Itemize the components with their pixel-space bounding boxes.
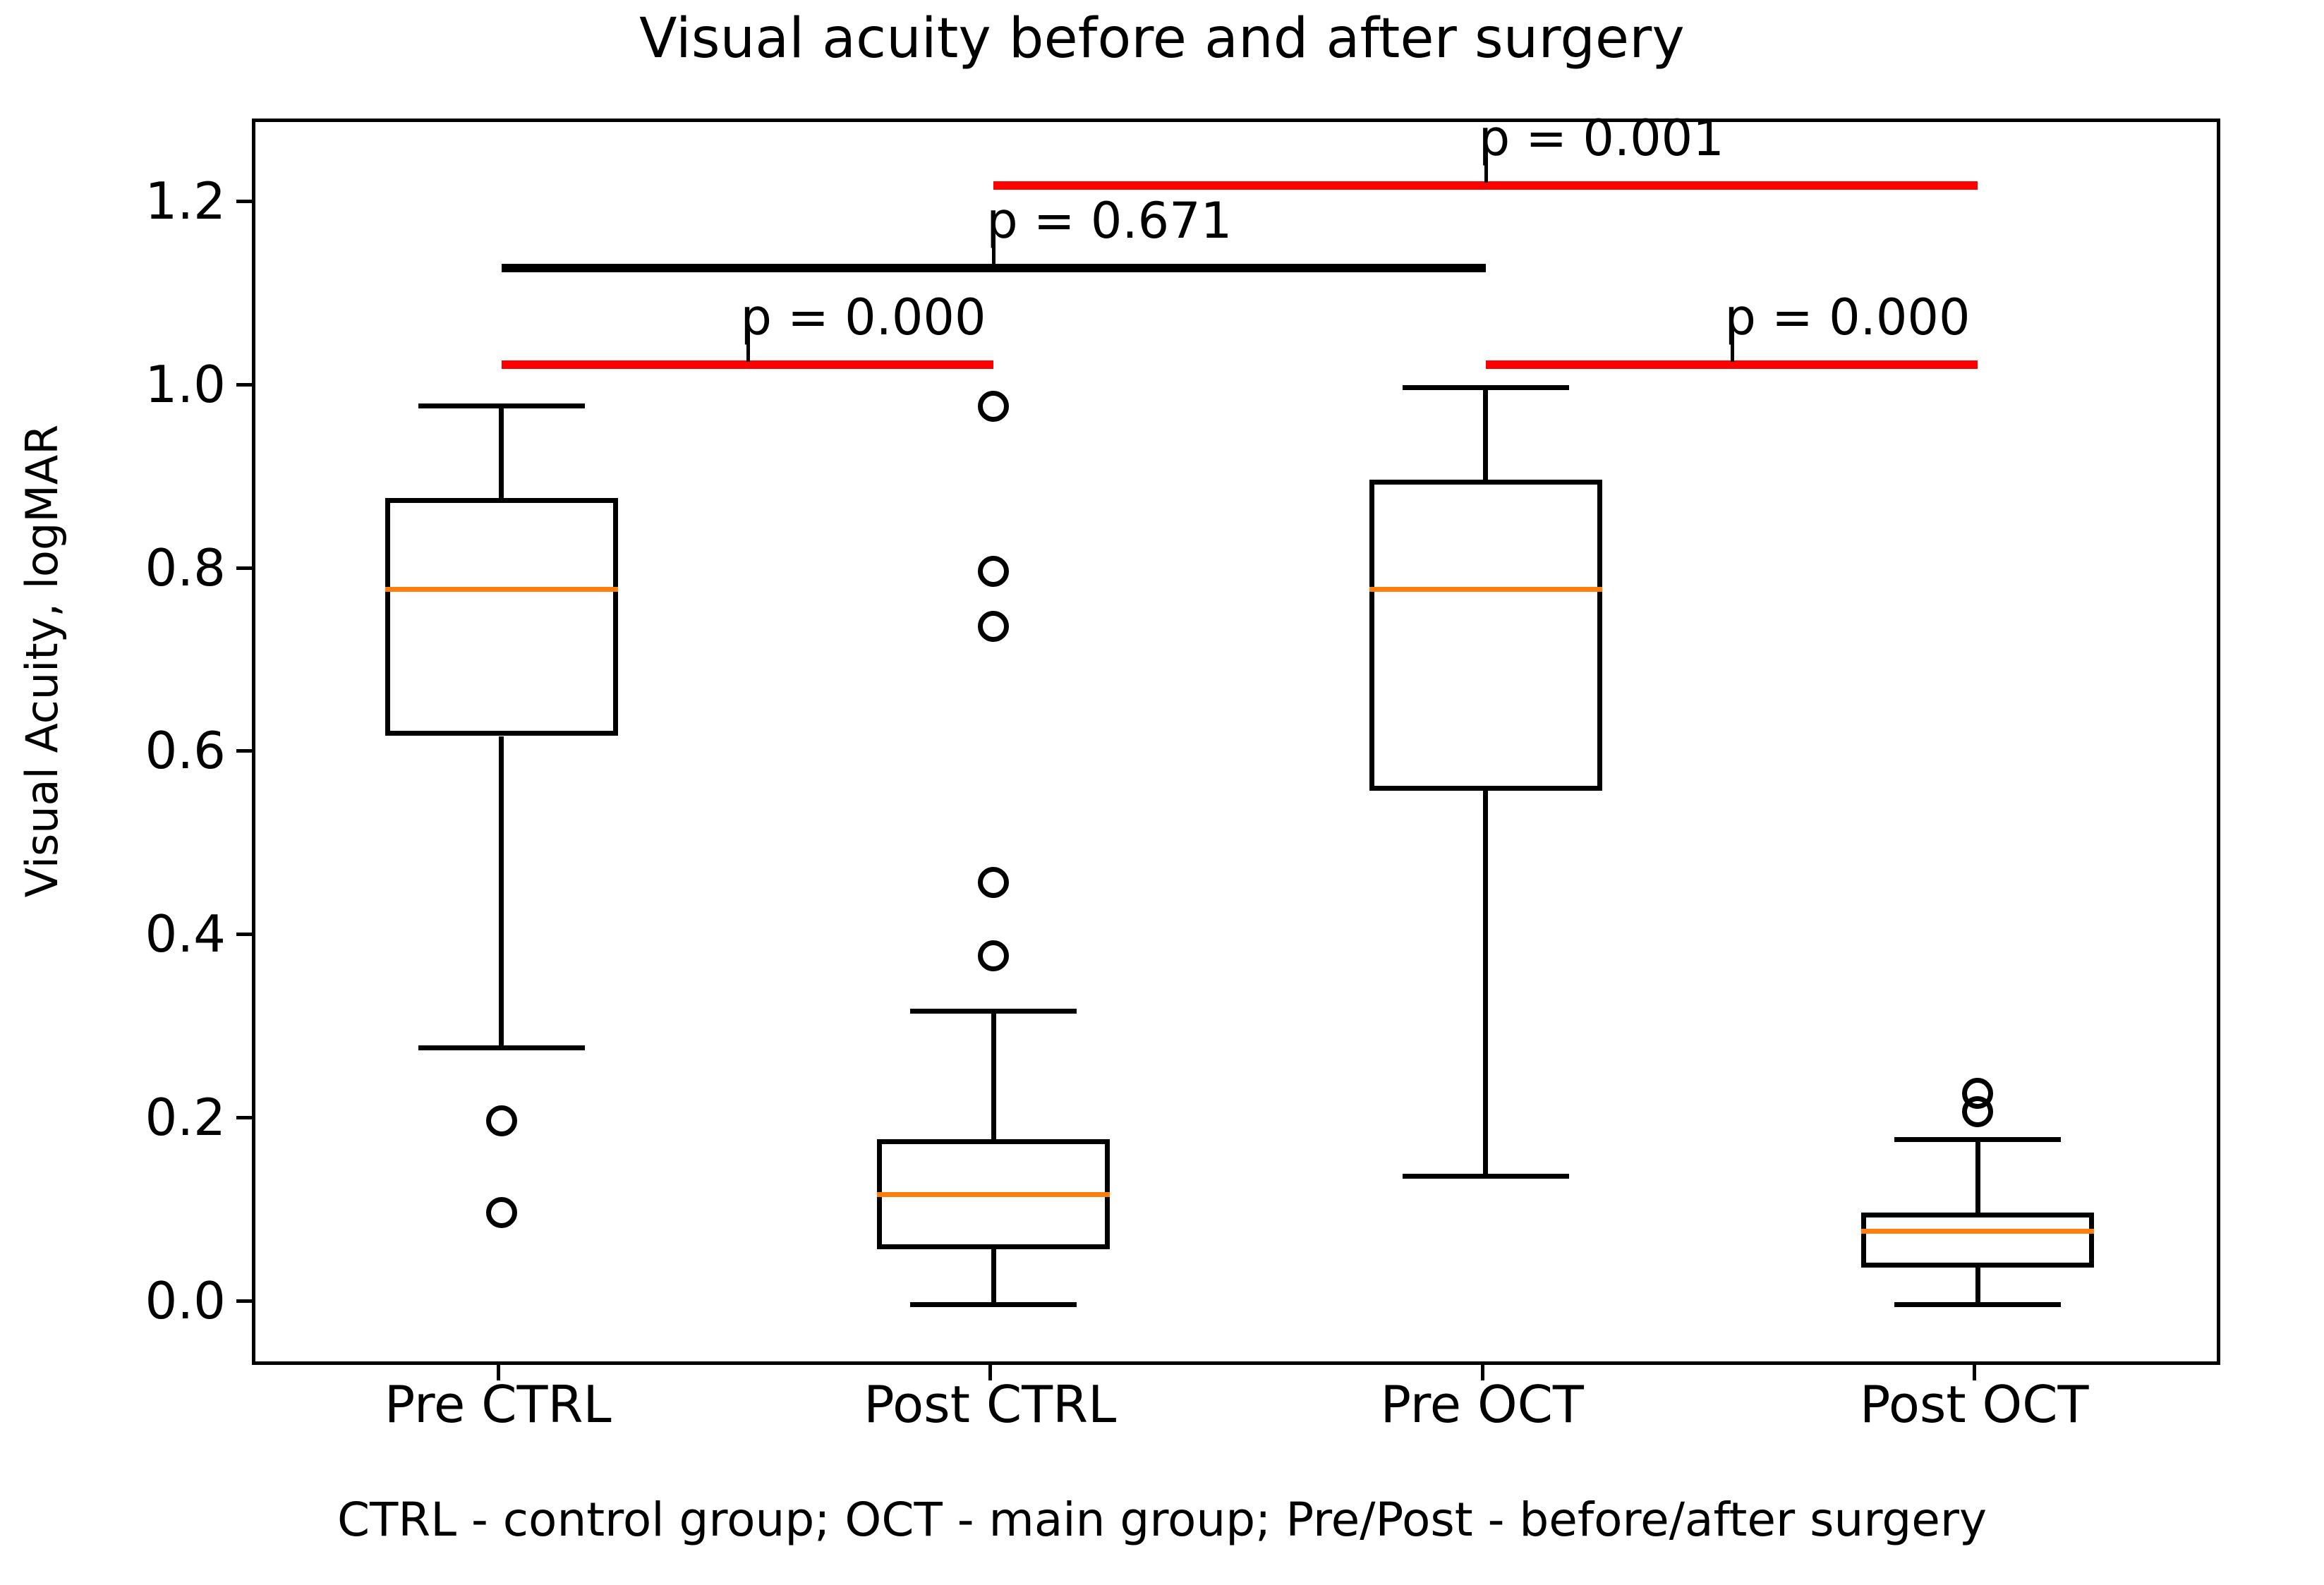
cap-lower (1402, 1173, 1569, 1179)
significance-bar (1485, 360, 1978, 369)
whisker-lower (1975, 1268, 1980, 1305)
cap-upper (910, 1008, 1077, 1014)
y-axis-tick-mark (236, 382, 252, 387)
x-axis-caption: CTRL - control group; OCT - main group; … (337, 1493, 1987, 1547)
whisker-lower (499, 736, 504, 1048)
significance-bar (501, 264, 1486, 273)
whisker-lower (1483, 791, 1489, 1177)
y-axis-label: Visual Acuity, logMAR (16, 424, 68, 898)
y-axis-tick-mark (236, 1299, 252, 1304)
significance-label: p = 0.000 (740, 288, 986, 346)
y-axis-tick-label: 0.0 (145, 1271, 226, 1331)
x-axis-tick-label-pre-ctrl: Pre CTRL (384, 1375, 612, 1434)
whisker-upper (991, 1011, 996, 1140)
cap-lower (1894, 1301, 2062, 1307)
y-axis-tick-label: 0.4 (145, 904, 226, 964)
y-axis-tick-label: 0.2 (145, 1088, 226, 1148)
median-line (1861, 1228, 2095, 1234)
outlier-point (978, 867, 1010, 899)
y-axis-tick-mark (236, 199, 252, 203)
significance-label: p = 0.000 (1724, 288, 1971, 346)
box-iqr (1861, 1213, 2095, 1268)
outlier-point (978, 610, 1010, 642)
x-axis-tick-mark (1973, 1365, 1977, 1380)
box-iqr (1369, 479, 1602, 791)
x-axis-tick-label-post-ctrl: Post CTRL (864, 1375, 1117, 1434)
x-axis-tick-label-post-oct: Post OCT (1860, 1375, 2089, 1434)
chart-title: Visual acuity before and after surgery (639, 7, 1685, 71)
whisker-upper (1975, 1139, 1980, 1213)
outlier-point (978, 390, 1010, 422)
outlier-point (485, 1197, 517, 1229)
boxplot-pre-ctrl (255, 122, 2217, 1361)
x-axis-tick-mark (496, 1365, 500, 1380)
boxplot-pre-oct (255, 122, 2217, 1361)
x-axis-tick-label-pre-oct: Pre OCT (1380, 1375, 1584, 1434)
significance-label: p = 0.671 (986, 192, 1233, 250)
x-axis-tick-mark (1480, 1365, 1484, 1380)
significance-label-stem (1484, 150, 1488, 183)
y-axis-tick-label: 0.6 (145, 721, 226, 781)
y-axis-tick-label: 0.8 (145, 538, 226, 597)
y-axis-tick-mark (236, 933, 252, 937)
cap-upper (1894, 1136, 2062, 1142)
boxplot-post-oct (255, 122, 2217, 1361)
cap-upper (418, 403, 585, 409)
whisker-upper (1483, 387, 1489, 480)
cap-lower (418, 1045, 585, 1050)
x-axis-tick-mark (988, 1365, 993, 1380)
y-axis-tick-label: 1.0 (145, 354, 226, 414)
outlier-point (485, 1105, 517, 1137)
significance-label-stem (1730, 329, 1734, 362)
significance-label-stem (746, 329, 750, 362)
median-line (385, 587, 618, 593)
cap-lower (910, 1301, 1077, 1307)
whisker-upper (499, 406, 504, 498)
y-axis-tick-mark (236, 566, 252, 570)
significance-bar (501, 360, 994, 369)
y-axis-tick-mark (236, 749, 252, 753)
median-line (877, 1191, 1110, 1197)
outlier-point (978, 940, 1010, 972)
whisker-lower (991, 1249, 996, 1305)
y-axis-tick-label: 1.2 (145, 171, 226, 231)
cap-upper (1402, 385, 1569, 391)
outlier-point (1962, 1096, 1994, 1128)
median-line (1369, 587, 1602, 593)
significance-label: p = 0.001 (1478, 109, 1724, 168)
y-axis-tick-mark (236, 1116, 252, 1120)
box-iqr (385, 497, 618, 736)
significance-label-stem (992, 233, 996, 266)
significance-bar (993, 181, 1978, 190)
outlier-point (978, 555, 1010, 587)
boxplot-post-ctrl (255, 122, 2217, 1361)
